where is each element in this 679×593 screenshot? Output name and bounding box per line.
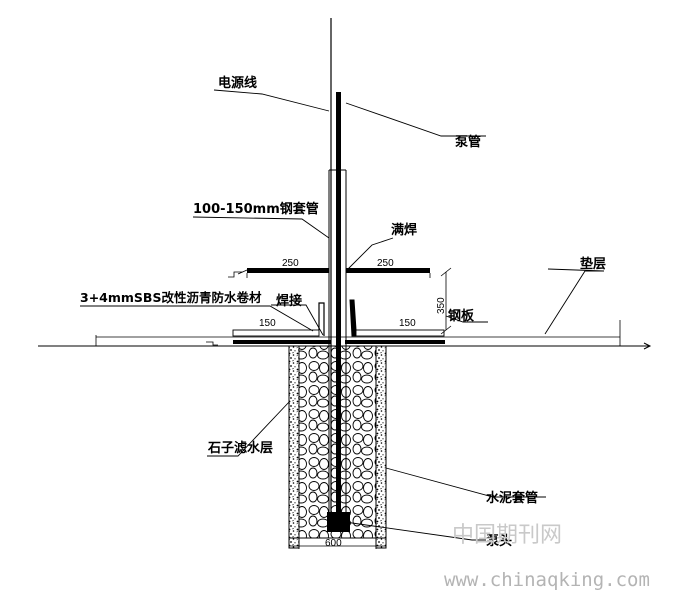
- label-steel-plate: 钢板: [448, 308, 475, 324]
- watermark-site-url: www.chinaqking.com: [444, 569, 650, 591]
- label-full-weld: 满焊: [391, 222, 417, 238]
- label-weld: 焊接: [276, 293, 302, 309]
- steel-plate-left: [233, 340, 331, 344]
- pump-pipe: [336, 92, 341, 514]
- flange-plate: [228, 268, 431, 278]
- watermark-site-name: 中国期刊网: [452, 523, 562, 548]
- leader-lines: [80, 89, 605, 541]
- label-power-cable: 电源线: [218, 75, 257, 91]
- dim-flange-left: 250: [282, 258, 299, 269]
- label-pump-head: 泵头: [486, 533, 512, 549]
- label-pump-pipe: 泵管: [455, 134, 481, 150]
- label-cushion-layer: 垫层: [580, 256, 606, 272]
- steel-plate-right: [345, 340, 445, 344]
- label-membrane: 3+4mmSBS改性沥青防水卷材: [80, 290, 262, 305]
- dim-flange-right: 250: [377, 258, 394, 269]
- label-gravel-filter: 石子滤水层: [207, 440, 273, 456]
- membrane-left: [232, 302, 325, 337]
- dim-membrane-left: 150: [259, 318, 276, 329]
- cement-casing-left: [288, 345, 300, 549]
- label-cement-casing: 水泥套管: [486, 490, 538, 506]
- dim-height: 350: [436, 297, 447, 314]
- ground-line: [38, 320, 652, 350]
- pit-width-dimension: [289, 538, 386, 549]
- pump-head: [327, 512, 350, 532]
- dim-pit-width: 600: [325, 538, 342, 549]
- membrane-right: [349, 299, 445, 337]
- label-steel-sleeve: 100-150mm钢套管: [193, 201, 319, 217]
- height-dimension: [440, 267, 452, 335]
- dim-membrane-right: 150: [399, 318, 416, 329]
- cement-casing-right: [375, 345, 387, 549]
